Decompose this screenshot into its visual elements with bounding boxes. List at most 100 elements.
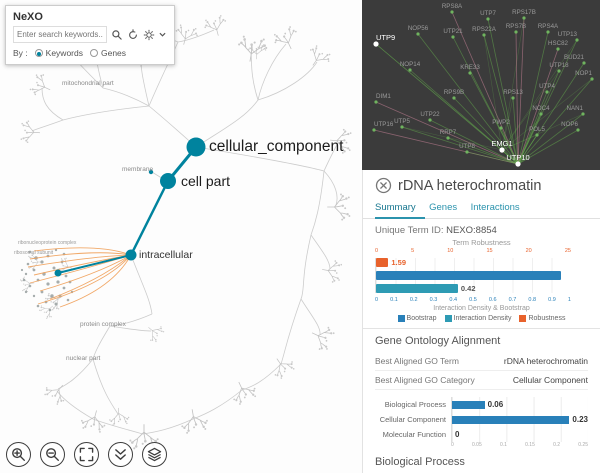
gene-node[interactable]: BUD21 xyxy=(564,54,586,65)
node-label-nuclear-part[interactable]: nuclear part xyxy=(66,355,101,362)
gene-node[interactable]: POL5 xyxy=(529,126,545,137)
search-panel: NeXO xyxy=(5,5,175,65)
gene-node[interactable]: DIM1 xyxy=(374,93,391,104)
node-label-cellular-component[interactable]: cellular_component xyxy=(209,138,344,155)
gene-node[interactable]: KRE33 xyxy=(460,64,480,75)
gene-node[interactable]: UTP9 xyxy=(373,33,395,47)
radio-keywords-control[interactable] xyxy=(34,49,43,57)
node-label-ribonucleoprotein-complex[interactable]: ribonucleoprotein complex xyxy=(18,240,77,246)
tab-genes[interactable]: Genes xyxy=(429,202,458,213)
gene-node[interactable]: NOC4 xyxy=(532,105,550,116)
node-label-protein-complex[interactable]: protein complex xyxy=(80,321,126,328)
term-title: rDNA heterochromatin xyxy=(398,177,542,194)
gene-cluster-dots xyxy=(20,248,74,312)
gene-node[interactable]: RRP7 xyxy=(440,129,457,140)
gene-node[interactable]: HSC82 xyxy=(548,40,569,51)
robustness-bar xyxy=(376,258,389,267)
gene-node[interactable]: RPS4A xyxy=(538,23,559,34)
alignment-row: Best Aligned GO Term rDNA heterochromati… xyxy=(375,352,588,371)
zoom-in-button[interactable] xyxy=(6,442,31,467)
chart-x-axis-label: Interaction Density & Bootstrap xyxy=(433,305,530,312)
search-by-label: By : xyxy=(13,48,28,58)
gene-node[interactable]: UTP16 xyxy=(372,121,394,132)
layers-button[interactable] xyxy=(142,442,167,467)
tab-summary[interactable]: Summary xyxy=(375,199,425,219)
node-cell-part[interactable] xyxy=(160,173,176,189)
svg-text:NOP1: NOP1 xyxy=(575,70,592,77)
gene-node[interactable]: UTP10 xyxy=(506,153,530,167)
section-gene-ontology-alignment: Gene Ontology Alignment xyxy=(375,335,501,347)
gene-node[interactable]: NAN1 xyxy=(566,105,585,116)
gene-node[interactable]: NOP1 xyxy=(575,70,594,81)
gene-node[interactable]: RPS17B xyxy=(512,9,536,20)
search-input[interactable] xyxy=(13,26,107,43)
node-label-mitochondrial-part[interactable]: mitochondrial part xyxy=(62,80,114,87)
gene-node[interactable]: PWP2 xyxy=(492,119,510,130)
svg-text:DIM1: DIM1 xyxy=(376,93,391,100)
fit-to-screen-button[interactable] xyxy=(74,442,99,467)
unique-term-id: Unique Term ID: NEXO:8854 xyxy=(375,225,497,236)
gene-node[interactable]: RPS13 xyxy=(503,89,523,100)
gene-node[interactable]: UTP18 xyxy=(549,62,569,73)
gene-node[interactable]: RPS9B xyxy=(444,89,464,100)
node-selected-term[interactable] xyxy=(54,269,62,277)
svg-text:RPS17B: RPS17B xyxy=(512,9,536,16)
gene-node[interactable]: RPS7B xyxy=(506,23,526,34)
svg-text:NOP14: NOP14 xyxy=(400,61,421,68)
svg-text:RPS13: RPS13 xyxy=(503,89,523,96)
search-mode-group: By : Keywords Genes xyxy=(13,48,167,58)
gene-node[interactable]: UTP8 xyxy=(459,143,475,154)
radio-genes[interactable]: Genes xyxy=(89,48,126,58)
gene-node[interactable]: NOP56 xyxy=(408,25,429,36)
svg-text:UTP7: UTP7 xyxy=(480,10,496,17)
reset-icon[interactable] xyxy=(127,28,139,41)
network-edges xyxy=(373,11,593,165)
gene-node[interactable]: RPS22A xyxy=(472,26,497,37)
radio-keywords[interactable]: Keywords xyxy=(34,48,83,58)
gene-node[interactable]: UTP22 xyxy=(420,111,440,122)
ontology-tree-canvas[interactable] xyxy=(0,0,362,473)
collapse-expand-button[interactable] xyxy=(108,442,133,467)
node-membrane[interactable] xyxy=(148,169,154,175)
svg-text:RPS22A: RPS22A xyxy=(472,26,497,33)
svg-text:NAN1: NAN1 xyxy=(566,105,583,112)
gene-node[interactable]: NOP6 xyxy=(561,121,580,132)
node-label-intracellular[interactable]: intracellular xyxy=(139,249,193,261)
gene-node[interactable]: UTP13 xyxy=(558,31,579,42)
node-label-membrane[interactable]: membrane xyxy=(122,166,154,173)
radio-genes-control[interactable] xyxy=(89,49,98,57)
gene-node[interactable]: UTP21 xyxy=(443,28,463,39)
ontology-tree-panel[interactable]: cellular_component cell part intracellul… xyxy=(0,0,362,473)
view-toolbar xyxy=(6,442,167,467)
gene-node[interactable]: UTP4 xyxy=(539,83,555,94)
search-icon[interactable] xyxy=(111,29,123,41)
gene-node[interactable]: UTP5 xyxy=(394,118,410,129)
node-cellular-component[interactable] xyxy=(186,137,206,157)
legend-item: Robustness xyxy=(519,315,565,322)
legend-item: Interaction Density xyxy=(444,315,511,322)
node-label-ribosomal-subunit[interactable]: ribosomal subunit xyxy=(14,250,54,256)
gene-node[interactable]: UTP7 xyxy=(480,10,496,21)
gene-network-canvas[interactable]: UTP9 RPS8A UTP7 RPS17B NOP56 UTP21 RPS22A RPS7B… xyxy=(362,0,600,170)
interaction-density-bar xyxy=(376,284,458,293)
node-intracellular[interactable] xyxy=(125,249,137,261)
gene-network-panel[interactable]: UTP9 RPS8A UTP7 RPS17B NOP56 UTP21 RPS22A RPS7B… xyxy=(362,0,600,170)
settings-gear-icon[interactable] xyxy=(143,29,155,41)
gene-node[interactable]: EMG1 xyxy=(491,139,513,153)
close-icon[interactable] xyxy=(375,177,392,194)
svg-text:RPS7B: RPS7B xyxy=(506,23,526,30)
zoom-out-button[interactable] xyxy=(40,442,65,467)
gene-node[interactable]: NOP14 xyxy=(400,61,421,72)
tab-interactions[interactable]: Interactions xyxy=(470,202,520,213)
svg-text:UTP18: UTP18 xyxy=(549,62,569,69)
chevron-down-icon[interactable] xyxy=(159,32,166,37)
chart-title: Term Robustness xyxy=(452,238,511,247)
gene-node[interactable]: RPS8A xyxy=(442,3,463,14)
app-title: NeXO xyxy=(13,11,43,23)
node-label-cell-part[interactable]: cell part xyxy=(181,173,231,189)
